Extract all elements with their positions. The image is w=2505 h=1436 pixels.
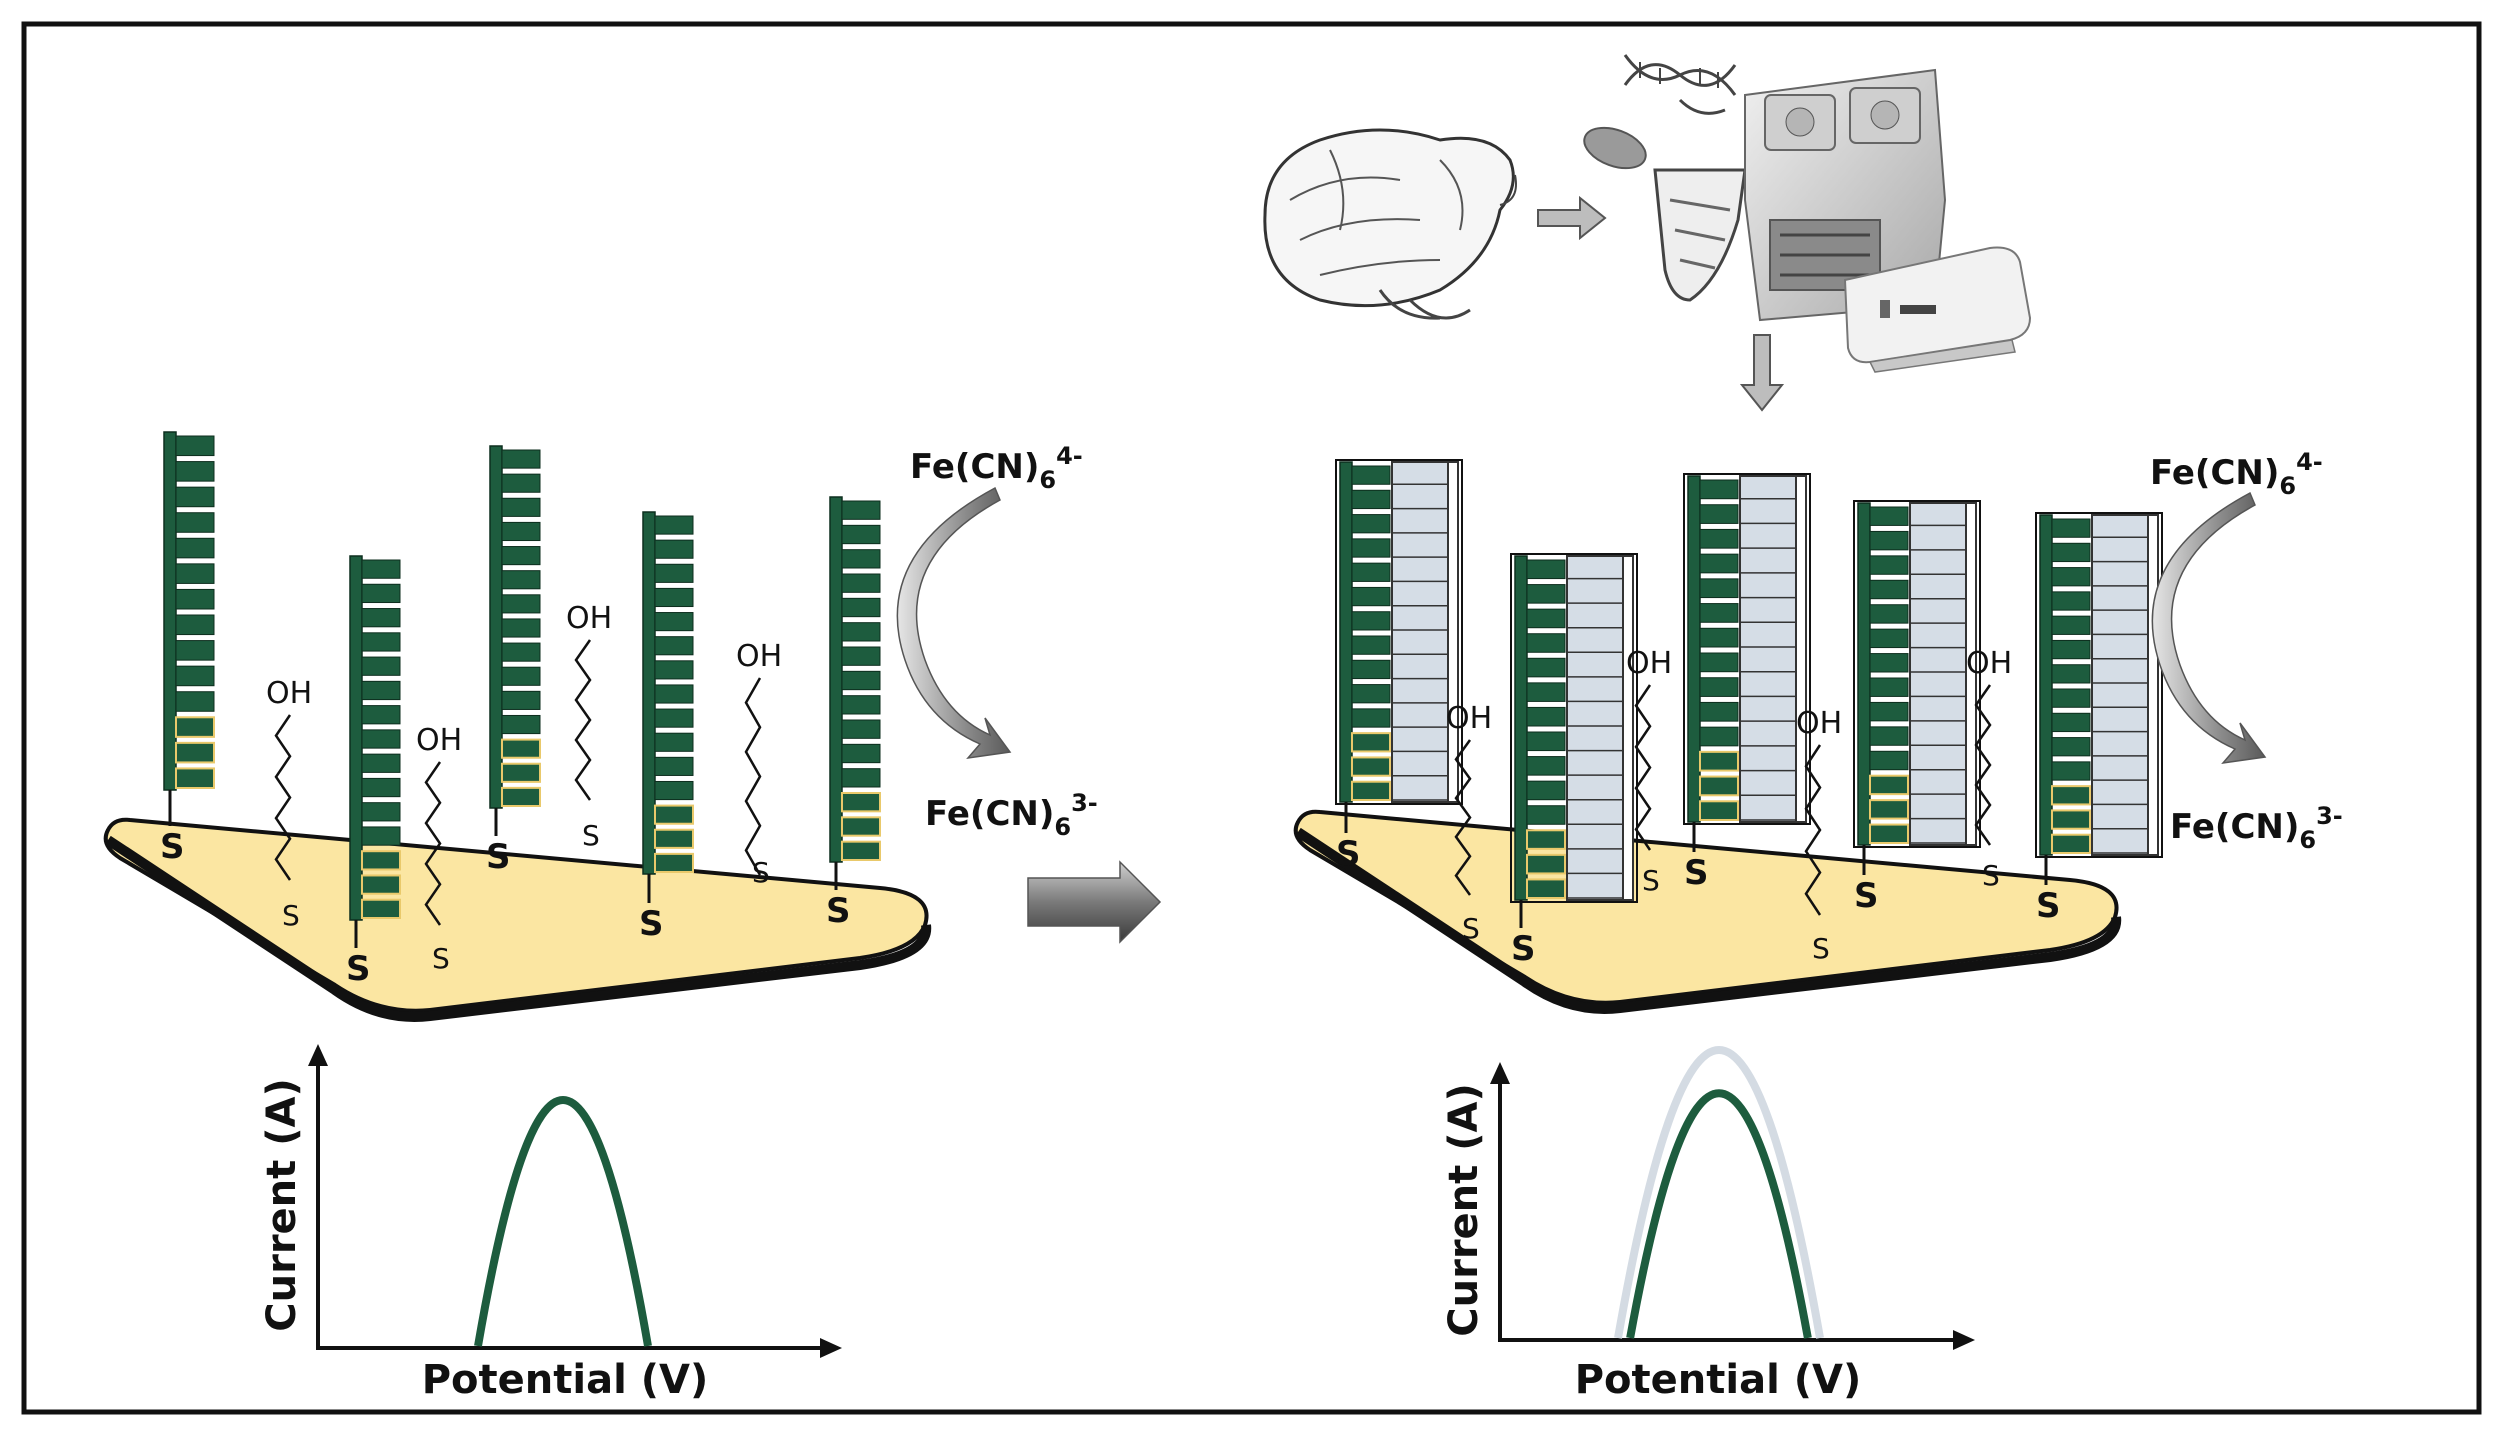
x-axis-label-left: Potential (V): [422, 1357, 709, 1403]
left-mch-chain-3: OH S: [566, 601, 612, 852]
right-thiol-label-3: S: [1684, 853, 1709, 893]
y-axis-label-right: Current (A): [1441, 1083, 1487, 1336]
right-target-strand-1: [1335, 459, 1463, 805]
left-thiol-label-3: S: [486, 837, 511, 877]
right-thiol-label-1: S: [1336, 834, 1361, 874]
y-axis-arrowhead-left: [308, 1044, 328, 1066]
right-target-strand-2: [1510, 553, 1638, 903]
right-target-strand-4: [1853, 500, 1981, 848]
x-axis-label-right: Potential (V): [1575, 1357, 1862, 1403]
chicken-icon: [1263, 128, 1517, 320]
left-probe-strand-1: S: [160, 431, 215, 867]
workflow-arrow-right: [1537, 195, 1607, 241]
right-probe-strand-2: S: [1510, 553, 1638, 969]
workflow-arrow-down: [1739, 334, 1785, 412]
right-probe-strand-4: S: [1853, 500, 1981, 916]
gold-electrode-right-edge: [1295, 827, 2122, 1014]
sample-tube-icon: [1653, 168, 1747, 302]
right-thiol-label-5: S: [2036, 886, 2061, 926]
gold-electrode-right: [1293, 809, 2119, 1005]
left-probe-strand-3: S: [486, 445, 541, 877]
right-probe-strand-3: S: [1683, 473, 1811, 893]
redox-cycle-arrow-left: [896, 486, 1012, 760]
right-mch-chain-2: OH S: [1626, 646, 1672, 897]
dna-helix-icon: [1623, 54, 1737, 115]
left-mch-chain-2: OH S: [416, 723, 462, 975]
left-mch-chain-4: OH S: [736, 639, 782, 889]
redox-label-left-bottom: Fe(CN)63-: [925, 789, 1098, 841]
left-thiol-label-1: S: [160, 827, 185, 867]
left-thiol-label-4: S: [639, 904, 664, 944]
right-mch-thiol-label-4: S: [1982, 859, 2000, 892]
gold-electrode-left-edge: [105, 835, 932, 1022]
gold-electrode-left: [103, 817, 929, 1013]
left-hydroxyl-label-4: OH: [736, 639, 782, 674]
process-arrow: [1027, 860, 1162, 944]
left-probe-strand-4: S: [639, 511, 694, 944]
left-probe-strand-2: S: [346, 555, 401, 989]
x-axis-arrowhead-right: [1953, 1330, 1975, 1350]
current-potential-graph-right: Current (A) Potential (V): [1441, 1046, 1975, 1403]
x-axis-arrowhead-left: [820, 1338, 842, 1358]
right-probe-strand-1: S: [1335, 459, 1463, 874]
left-thiol-label-2: S: [346, 949, 371, 989]
right-target-strand-5: [2035, 512, 2163, 858]
right-hydroxyl-label-4: OH: [1966, 646, 2012, 681]
left-probe-strand-5: S: [826, 496, 881, 931]
right-mch-chain-3: OH S: [1796, 706, 1842, 965]
right-mch-thiol-label-3: S: [1812, 932, 1830, 965]
left-panel: S S S S S OH S OH S OH S OH S Fe(CN)64- Fe(CN)63- C…: [103, 431, 1098, 1403]
right-response-curve-2: [1626, 1089, 1812, 1339]
right-thiol-label-2: S: [1511, 929, 1536, 969]
right-hydroxyl-label-3: OH: [1796, 706, 1842, 741]
left-mch-thiol-label-3: S: [582, 819, 600, 852]
left-thiol-label-5: S: [826, 891, 851, 931]
sample-workflow: [1263, 54, 2032, 412]
redox-label-right-bottom: Fe(CN)63-: [2170, 802, 2343, 854]
right-mch-thiol-label-2: S: [1642, 864, 1660, 897]
right-target-strand-3: [1683, 473, 1811, 825]
left-response-curve-1: [474, 1096, 652, 1347]
right-thiol-label-4: S: [1854, 876, 1879, 916]
sequencer-device-icon: [1843, 246, 2032, 373]
redox-label-right-top: Fe(CN)64-: [2150, 448, 2323, 500]
left-hydroxyl-label-2: OH: [416, 723, 462, 758]
right-response-curve-1: [1614, 1046, 1824, 1339]
redox-label-left-top: Fe(CN)64-: [910, 442, 1083, 494]
redox-cycle-arrow-right: [2151, 491, 2267, 765]
right-mch-chain-4: OH S: [1966, 646, 2012, 892]
y-axis-arrowhead-right: [1490, 1062, 1510, 1084]
left-mch-chain-1: OH S: [266, 676, 312, 932]
left-mch-thiol-label-4: S: [752, 856, 770, 889]
left-hydroxyl-label-3: OH: [566, 601, 612, 636]
right-hydroxyl-label-1: OH: [1446, 701, 1492, 736]
right-probe-strand-5: S: [2035, 512, 2163, 926]
left-hydroxyl-label-1: OH: [266, 676, 312, 711]
left-mch-thiol-label-2: S: [432, 942, 450, 975]
pcr-machine-icon: [1744, 68, 1947, 322]
right-mch-chain-1: OH S: [1446, 701, 1492, 945]
right-hydroxyl-label-2: OH: [1626, 646, 1672, 681]
left-mch-thiol-label-1: S: [282, 899, 300, 932]
pipette-lid-icon: [1583, 126, 1647, 170]
current-potential-graph-left: Current (A) Potential (V): [259, 1044, 842, 1403]
y-axis-label-left: Current (A): [259, 1078, 305, 1331]
right-mch-thiol-label-1: S: [1462, 912, 1480, 945]
